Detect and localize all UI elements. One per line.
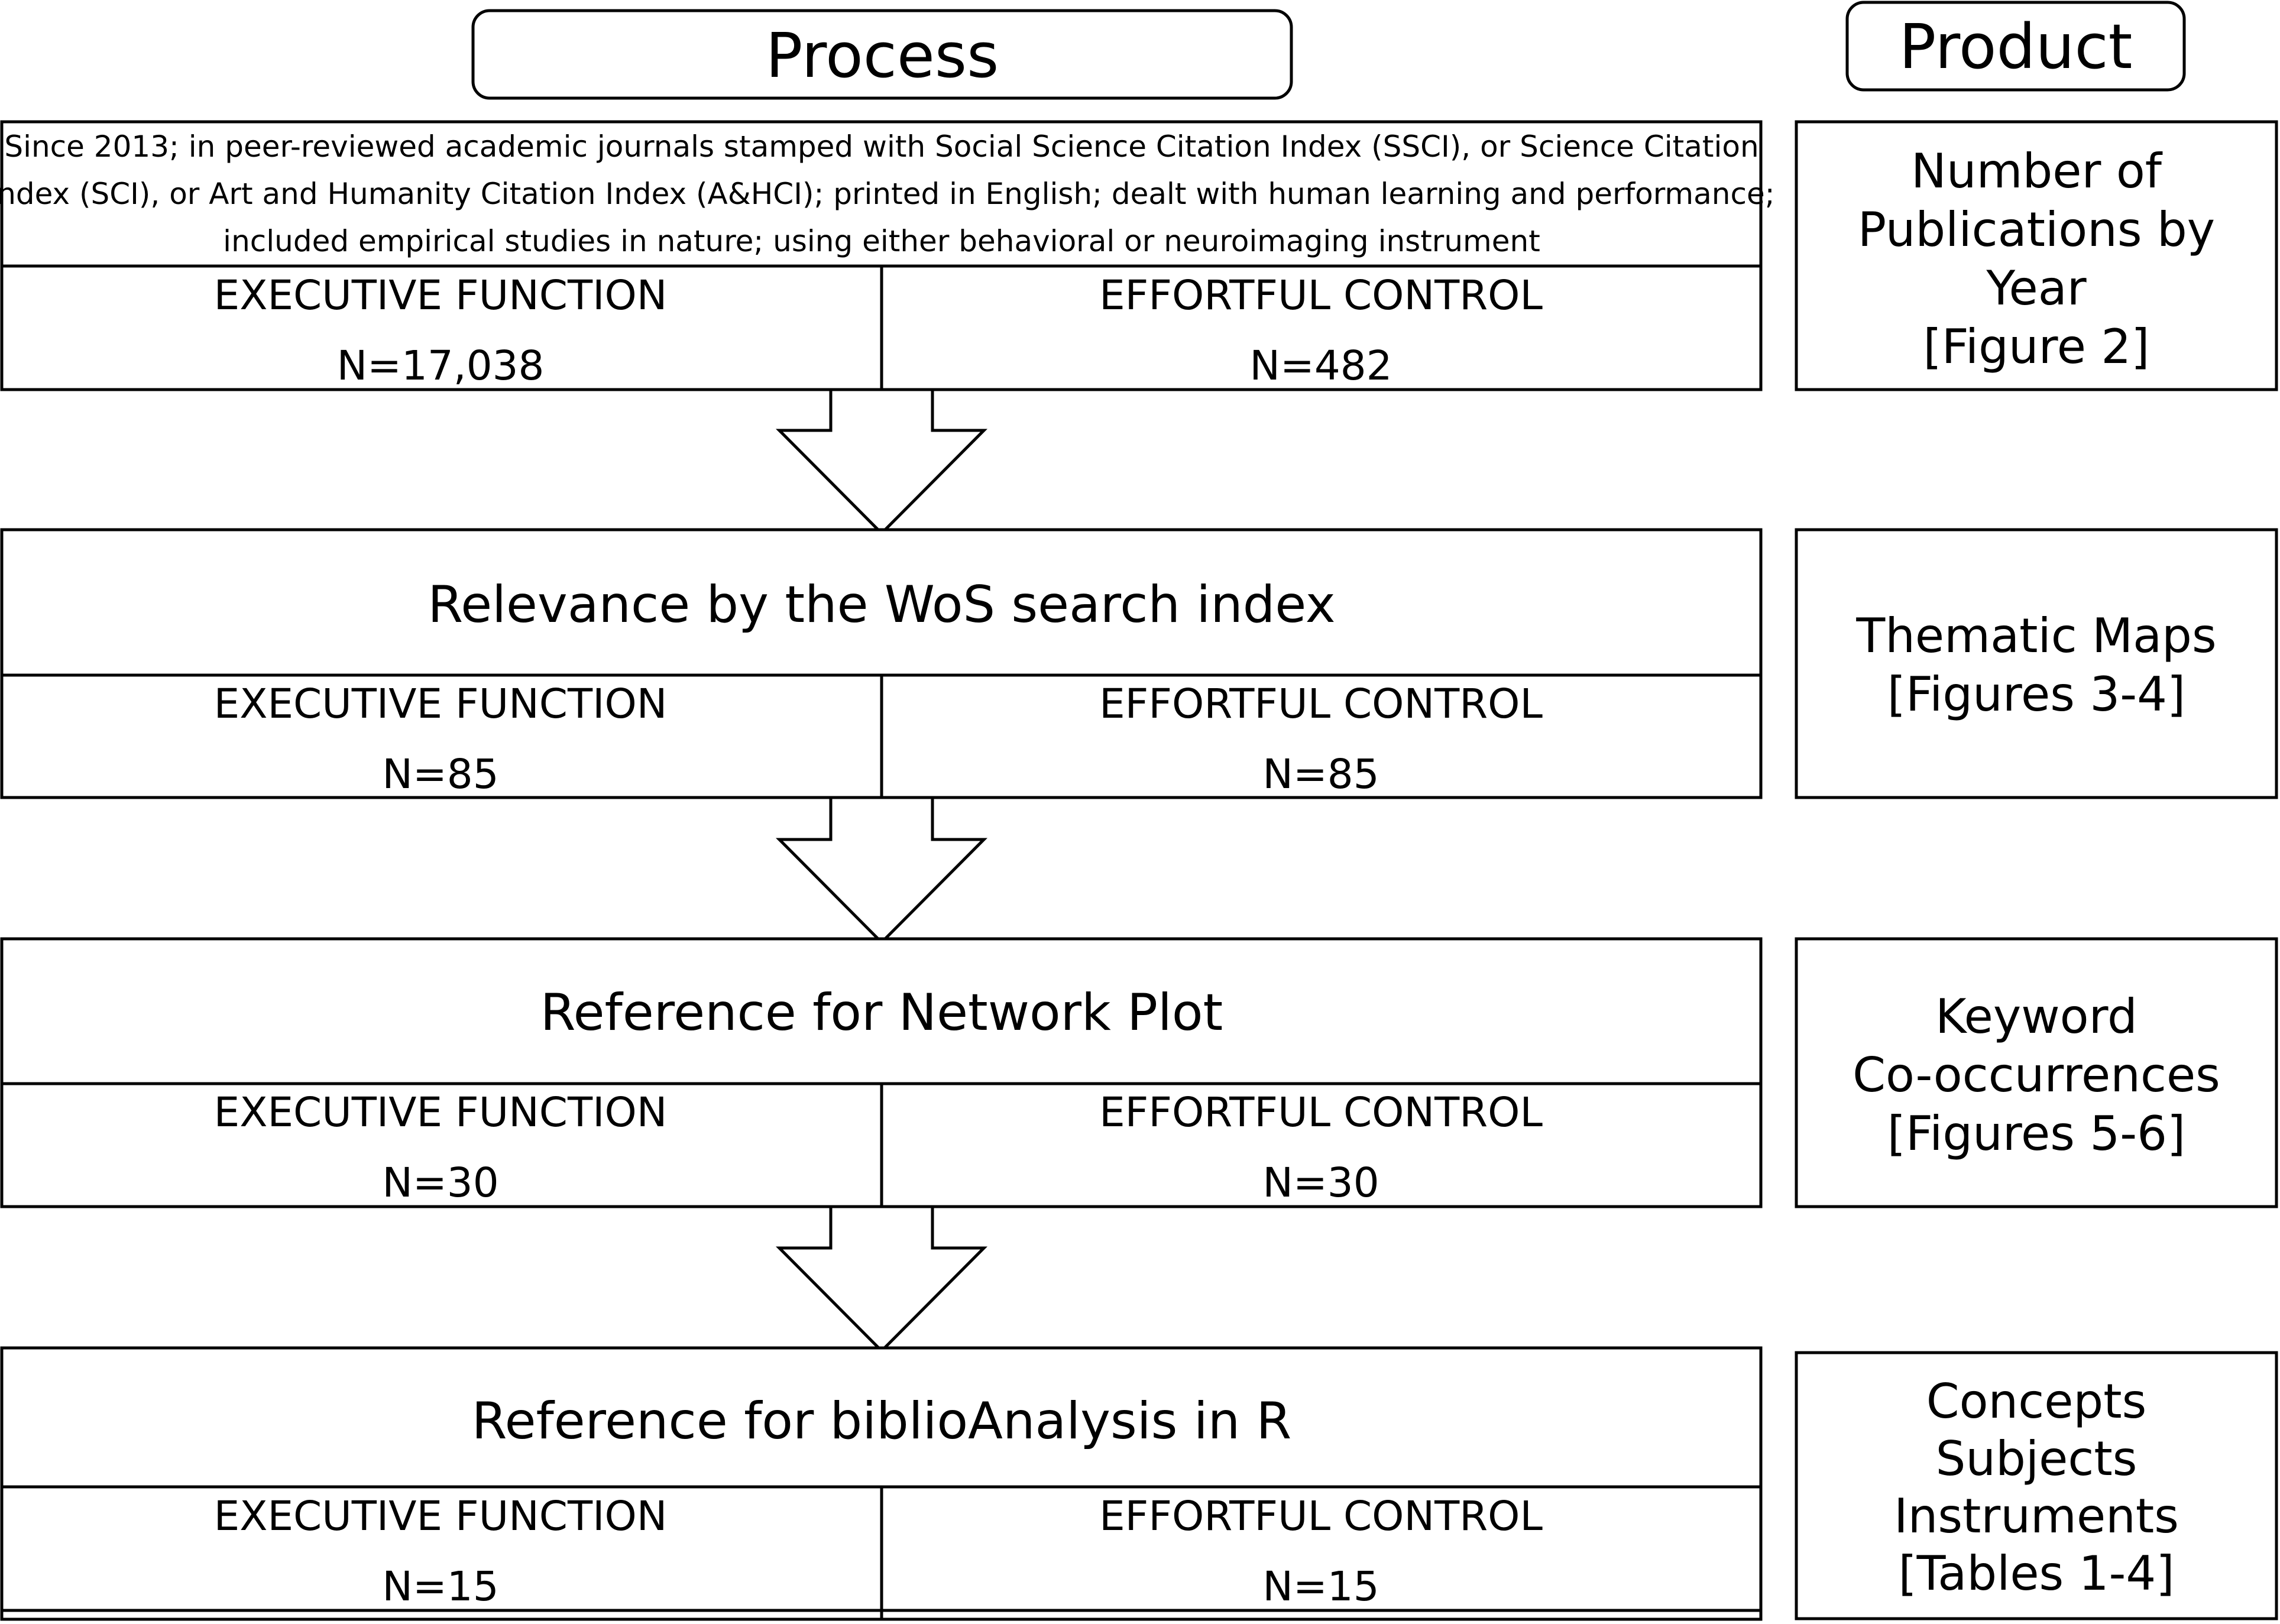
stage-2-left-label: EXECUTIVE FUNCTION — [214, 680, 668, 728]
product-4-box — [1795, 1351, 2278, 1620]
product-3-line-1: Keyword — [1935, 989, 2138, 1044]
product-4-line-1: Concepts — [1926, 1374, 2147, 1429]
product-2-line-1: Thematic Maps — [1855, 608, 2216, 663]
product-3-line-3: [Figures 5-6] — [1887, 1106, 2185, 1161]
product-4-line-2: Subjects — [1936, 1431, 2138, 1486]
stage-4-left-label: EXECUTIVE FUNCTION — [214, 1493, 668, 1540]
product-3-box — [1795, 937, 2278, 1208]
product-4: Concepts Subjects Instruments [Tables 1-… — [1795, 1351, 2278, 1620]
product-3-line-2: Co-occurrences — [1852, 1048, 2220, 1103]
stage-1-criteria-line-2: Index (SCI), or Art and Humanity Citatio… — [0, 177, 1775, 211]
down-arrow-3 — [775, 1205, 988, 1353]
stage-1-right-label: EFFORTFUL CONTROL — [1099, 272, 1543, 319]
product-1-box — [1795, 120, 2278, 391]
product-4-line-4: [Tables 1-4] — [1898, 1546, 2174, 1601]
stage-3: Reference for Network Plot EXECUTIVE FUN… — [0, 937, 1763, 1208]
down-arrow-1 — [775, 388, 988, 536]
stage-2-right-count: N=85 — [1262, 751, 1379, 798]
stage-1-left-count: N=17,038 — [337, 342, 545, 390]
product-2: Thematic Maps [Figures 3-4] — [1795, 528, 2278, 799]
product-header-box — [1845, 1, 2186, 92]
stage-1-criteria-line-1: Since 2013; in peer-reviewed academic jo… — [4, 129, 1758, 164]
product-1-line-4: [Figure 2] — [1923, 319, 2149, 374]
stage-1-criteria-line-3: included empirical studies in nature; us… — [223, 224, 1540, 258]
stage-4-right-label: EFFORTFUL CONTROL — [1099, 1493, 1543, 1540]
stage-3-title: Reference for Network Plot — [540, 983, 1223, 1042]
stage-4-right-count: N=15 — [1262, 1563, 1379, 1610]
product-2-box — [1795, 528, 2278, 799]
stage-3-left-count: N=30 — [382, 1159, 498, 1207]
stage-2: Relevance by the WoS search index EXECUT… — [0, 528, 1763, 799]
process-header-box — [471, 9, 1293, 100]
product-4-line-3: Instruments — [1894, 1489, 2179, 1544]
product-1-line-1: Number of — [1911, 144, 2163, 199]
product-1: Number of Publications by Year [Figure 2… — [1795, 120, 2278, 391]
product-2-line-2: [Figures 3-4] — [1887, 667, 2185, 722]
stage-4: Reference for biblioAnalysis in R EXECUT… — [0, 1346, 1763, 1621]
stage-2-title: Relevance by the WoS search index — [428, 575, 1335, 634]
product-1-line-3: Year — [1986, 261, 2086, 316]
product-1-line-2: Publications by — [1858, 202, 2215, 257]
stage-3-right-label: EFFORTFUL CONTROL — [1099, 1089, 1543, 1136]
stage-1: Since 2013; in peer-reviewed academic jo… — [0, 120, 1775, 391]
stage-4-left-count: N=15 — [382, 1563, 498, 1610]
stage-3-left-label: EXECUTIVE FUNCTION — [214, 1089, 668, 1136]
product-header-label: Product — [1899, 11, 2133, 83]
product-3: Keyword Co-occurrences [Figures 5-6] — [1795, 937, 2278, 1208]
stage-1-left-label: EXECUTIVE FUNCTION — [214, 272, 668, 319]
stage-4-title: Reference for biblioAnalysis in R — [472, 1392, 1292, 1451]
stage-1-right-count: N=482 — [1249, 342, 1392, 390]
down-arrow-2 — [775, 796, 988, 945]
stage-3-right-count: N=30 — [1262, 1159, 1379, 1207]
stage-2-right-label: EFFORTFUL CONTROL — [1099, 680, 1543, 728]
process-header-label: Process — [766, 20, 999, 92]
stage-2-left-count: N=85 — [382, 751, 498, 798]
product-header: Product — [1845, 1, 2186, 92]
process-header: Process — [471, 9, 1293, 100]
